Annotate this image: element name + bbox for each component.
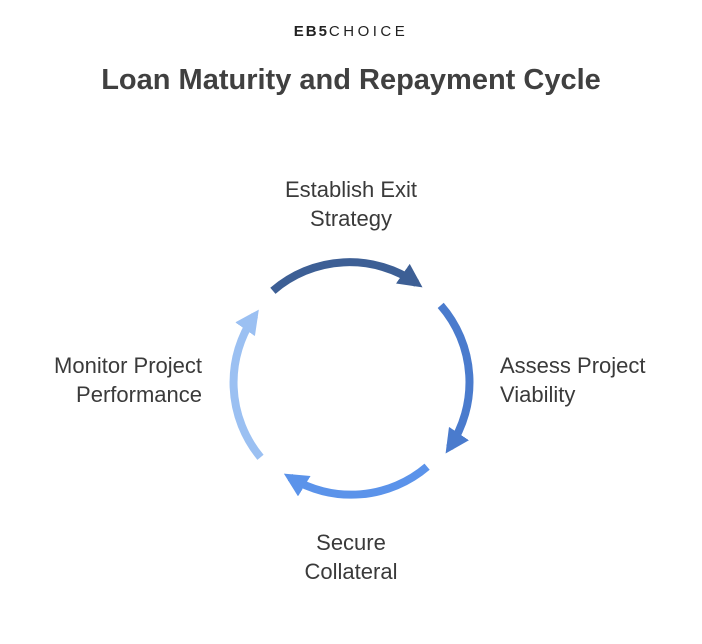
brand-logo: EB5CHOICE [0,22,702,42]
arrow-monitor-to-establish [229,309,264,460]
step-label-monitor-project-performance: Monitor Project Performance [54,353,202,407]
arrow-secure-to-monitor [283,463,430,499]
arrow-establish-to-assess [270,258,423,294]
step-label-establish-exit-strategy: Establish Exit Strategy [284,177,418,231]
step-label-assess-project-viability: Assess Project Viability [500,353,646,407]
brand-logo-eb5: EB5 [293,23,329,40]
page-title: Loan Maturity and Repayment Cycle [101,64,601,96]
brand-logo-choice: CHOICE [328,23,409,40]
arrow-assess-to-secure [437,302,474,454]
step-label-secure-collateral: Secure Collateral [304,530,398,584]
